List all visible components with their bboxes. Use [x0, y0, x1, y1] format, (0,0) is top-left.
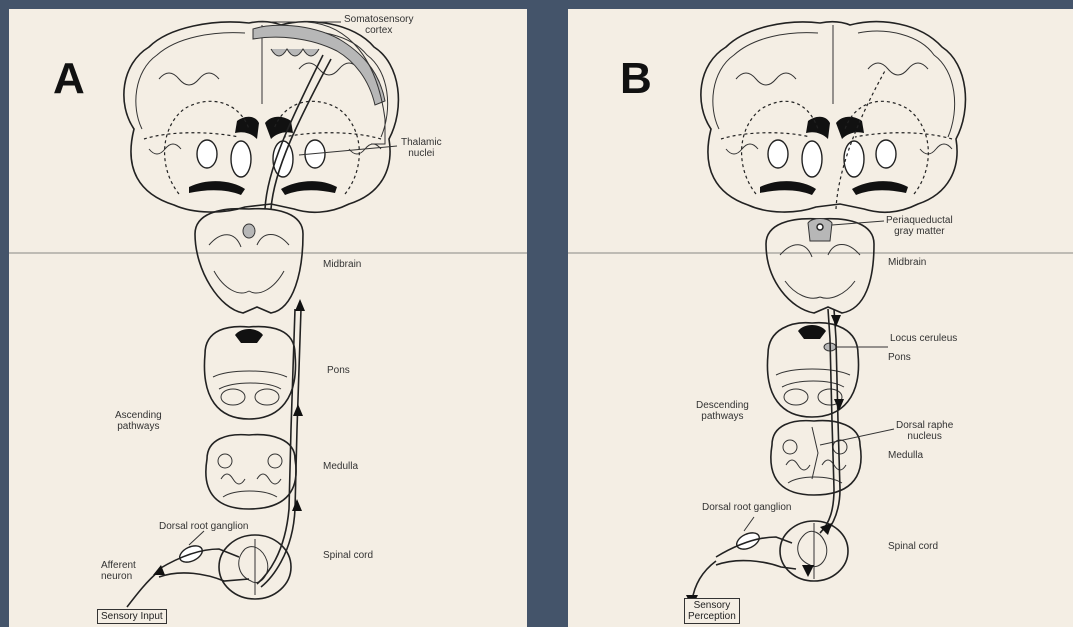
label-text: nucleus [896, 431, 953, 442]
panel-b-descending: B Periaqueductal gray matter Midbrain Lo… [568, 9, 1073, 627]
dorsal-root-ganglion [686, 517, 796, 607]
label-text: Dorsal raphe [896, 420, 953, 431]
label-afferent-neuron: Afferent neuron [101, 560, 136, 582]
sensory-perception-box: Sensory Perception [684, 598, 740, 624]
medulla-section [206, 435, 296, 509]
label-pons: Pons [888, 352, 911, 363]
label-dorsal-root-ganglion: Dorsal root ganglion [702, 502, 792, 513]
label-text: Descending [696, 400, 749, 411]
pons-section [767, 323, 858, 417]
label-text: Somatosensory [344, 14, 413, 25]
label-text: Afferent [101, 560, 136, 571]
label-text: neuron [101, 571, 136, 582]
label-text: Sensory [688, 600, 736, 611]
label-ascending-pathways: Ascending pathways [115, 410, 162, 432]
label-text: cortex [344, 25, 413, 36]
label-text: Perception [688, 611, 736, 622]
label-pons: Pons [327, 365, 350, 376]
label-medulla: Medulla [888, 450, 923, 461]
label-spinal-cord: Spinal cord [888, 541, 938, 552]
label-text: pathways [696, 411, 749, 422]
label-thalamic-nuclei: Thalamic nuclei [401, 137, 442, 159]
label-text: Ascending [115, 410, 162, 421]
label-medulla: Medulla [323, 461, 358, 472]
label-locus-ceruleus: Locus ceruleus [890, 333, 957, 344]
panel-a-ascending: A Somatosensory cortex Thalamic nuclei M… [9, 9, 527, 627]
ascending-pathway-diagram [9, 9, 527, 627]
midbrain-section [766, 219, 874, 314]
panel-a-letter: A [53, 57, 85, 101]
label-text: nuclei [401, 148, 442, 159]
pons-section [204, 327, 295, 419]
label-dorsal-raphe-nucleus: Dorsal raphe nucleus [896, 420, 953, 442]
label-text: pathways [115, 421, 162, 432]
brain-coronal-section [701, 22, 966, 213]
label-somatosensory-cortex: Somatosensory cortex [344, 14, 413, 36]
label-text: gray matter [886, 226, 953, 237]
panel-b-letter: B [620, 57, 652, 101]
label-periaqueductal-gray: Periaqueductal gray matter [886, 215, 953, 237]
label-midbrain: Midbrain [323, 259, 361, 270]
spinal-cord-section [780, 521, 848, 581]
label-text: Thalamic [401, 137, 442, 148]
brain-coronal-section [124, 22, 399, 213]
sensory-input-box: Sensory Input [97, 609, 167, 624]
label-dorsal-root-ganglion: Dorsal root ganglion [159, 521, 249, 532]
medulla-section [771, 421, 861, 495]
label-text: Periaqueductal [886, 215, 953, 226]
midbrain-section [195, 209, 303, 313]
label-midbrain: Midbrain [888, 257, 926, 268]
raphe-leader [820, 429, 894, 445]
label-descending-pathways: Descending pathways [696, 400, 749, 422]
pag-leader [832, 221, 884, 225]
spinal-cord-section [219, 535, 291, 599]
descending-pathway-arrows [802, 309, 844, 577]
label-spinal-cord: Spinal cord [323, 550, 373, 561]
